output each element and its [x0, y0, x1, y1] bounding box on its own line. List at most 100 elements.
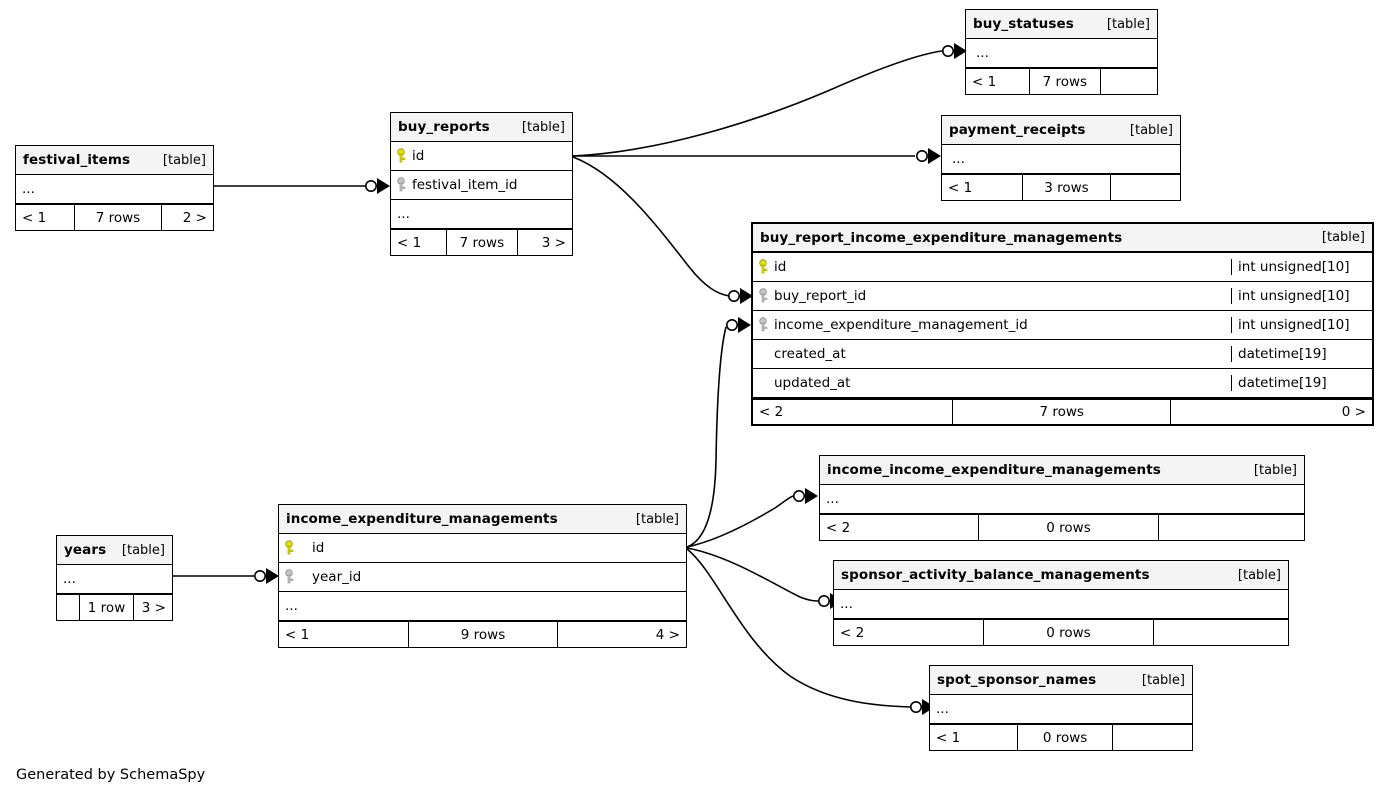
primary-key-icon — [759, 259, 770, 275]
table-title: income_income_expenditure_managements — [827, 462, 1161, 478]
table-title: festival_items — [23, 152, 131, 168]
edge-circle-sabm — [817, 594, 830, 607]
table-node-income-income-expenditure-managements[interactable]: income_income_expenditure_managements [t… — [819, 455, 1305, 541]
table-type-tag: [table] — [1106, 16, 1150, 32]
footer-children: 2 > — [182, 209, 207, 226]
table-row: ... — [966, 39, 1157, 68]
column-name: ... — [826, 491, 839, 507]
edge-circle-iiem — [792, 489, 805, 502]
table-node-buy-reports[interactable]: buy_reports [table] id festival_item_id … — [390, 112, 573, 256]
table-row: income_expenditure_management_id int uns… — [753, 311, 1372, 340]
table-title: spot_sponsor_names — [937, 672, 1097, 688]
footer-parents: < 1 — [16, 205, 76, 230]
footer-rowcount: 0 rows — [1018, 725, 1114, 750]
table-row: created_at datetime[19] — [753, 340, 1372, 369]
table-footer: < 1 7 rows — [966, 68, 1157, 94]
table-title: years — [64, 542, 107, 558]
footer-children: 3 > — [541, 234, 566, 251]
edge-buy-reports-to-brieem — [572, 156, 730, 297]
edge-arrow-payment-receipts — [928, 148, 941, 164]
table-row: updated_at datetime[19] — [753, 369, 1372, 398]
footer-parents: < 1 — [942, 175, 1023, 200]
edge-buy-reports-to-buy-statuses — [572, 50, 943, 157]
footer-children — [1159, 515, 1304, 540]
edge-iem-to-iiem — [686, 495, 794, 548]
table-node-years[interactable]: years [table] ... 1 row 3 > — [56, 535, 173, 621]
table-type-tag: [table] — [121, 542, 165, 558]
table-title: buy_statuses — [973, 16, 1074, 32]
table-node-buy-statuses[interactable]: buy_statuses [table] ... < 1 7 rows — [965, 9, 1158, 95]
table-header: buy_report_income_expenditure_management… — [753, 224, 1372, 253]
edge-circle-iem-left — [254, 569, 267, 582]
table-header: buy_reports [table] — [391, 113, 572, 142]
footer-rowcount: 7 rows — [447, 230, 518, 255]
foreign-key-icon — [759, 288, 770, 304]
table-header: payment_receipts [table] — [942, 116, 1180, 145]
table-row: ... — [834, 590, 1288, 619]
column-name: buy_report_id — [774, 288, 867, 304]
table-node-payment-receipts[interactable]: payment_receipts [table] ... < 1 3 rows — [941, 115, 1181, 201]
edge-circle-buy-statuses — [941, 44, 954, 57]
edge-circle-ssn — [909, 700, 922, 713]
foreign-key-icon — [397, 177, 408, 193]
table-type-tag: [table] — [1129, 122, 1173, 138]
table-type-tag: [table] — [1141, 672, 1185, 688]
table-footer: < 2 0 rows — [834, 619, 1288, 645]
footer-rowcount: 9 rows — [409, 622, 558, 647]
column-name: id — [774, 259, 787, 275]
footer-children: 3 > — [141, 599, 166, 616]
footer-parents: < 1 — [966, 69, 1030, 94]
edge-iem-to-sabm — [686, 547, 821, 602]
footer-children — [1111, 175, 1180, 200]
column-name: ... — [936, 701, 949, 717]
table-node-spot-sponsor-names[interactable]: spot_sponsor_names [table] ... < 1 0 row… — [929, 665, 1193, 751]
footer-rowcount: 7 rows — [1030, 69, 1101, 94]
table-row: ... — [16, 175, 213, 204]
table-footer: < 1 7 rows 3 > — [391, 229, 572, 255]
table-footer: < 2 0 rows — [820, 514, 1304, 540]
column-type: datetime[19] — [1231, 346, 1372, 362]
footer-parents: < 2 — [820, 515, 979, 540]
footer-rowcount: 0 rows — [979, 515, 1160, 540]
table-footer: < 1 3 rows — [942, 174, 1180, 200]
table-node-buy-report-income-expenditure-managements[interactable]: buy_report_income_expenditure_management… — [751, 222, 1374, 426]
foreign-key-icon — [759, 317, 770, 333]
table-header: festival_items [table] — [16, 146, 213, 175]
table-header: spot_sponsor_names [table] — [930, 666, 1192, 695]
primary-key-icon — [285, 540, 296, 556]
column-name: ... — [952, 151, 965, 167]
footer-parents: < 1 — [930, 725, 1018, 750]
table-footer: < 1 7 rows 2 > — [16, 204, 213, 230]
table-title: buy_reports — [398, 119, 490, 135]
table-header: buy_statuses [table] — [966, 10, 1157, 39]
table-row: ... — [930, 695, 1192, 724]
column-name: ... — [63, 571, 76, 587]
column-name: ... — [285, 598, 298, 614]
table-node-festival-items[interactable]: festival_items [table] ... < 1 7 rows 2 … — [15, 145, 214, 231]
table-row: ... — [57, 565, 172, 594]
table-type-tag: [table] — [162, 152, 206, 168]
table-footer: < 1 9 rows 4 > — [279, 621, 686, 647]
column-name: festival_item_id — [412, 177, 518, 193]
table-type-tag: [table] — [1253, 462, 1297, 478]
table-title: sponsor_activity_balance_managements — [841, 567, 1150, 583]
column-type: int unsigned[10] — [1231, 288, 1372, 304]
table-footer: < 1 0 rows — [930, 724, 1192, 750]
table-node-sponsor-activity-balance-managements[interactable]: sponsor_activity_balance_managements [ta… — [833, 560, 1289, 646]
table-node-income-expenditure-managements[interactable]: income_expenditure_managements [table] i… — [278, 504, 687, 648]
table-header: income_income_expenditure_managements [t… — [820, 456, 1304, 485]
table-row: ... — [942, 145, 1180, 174]
table-type-tag: [table] — [521, 119, 565, 135]
foreign-key-icon — [285, 569, 296, 585]
column-name: ... — [976, 45, 989, 61]
footer-rowcount: 7 rows — [953, 400, 1172, 424]
table-row: year_id — [279, 563, 686, 592]
table-row: ... — [820, 485, 1304, 514]
footer-children: 0 > — [1341, 404, 1366, 420]
column-type: int unsigned[10] — [1231, 317, 1372, 333]
edge-circle-brieem-buy-report — [727, 289, 740, 302]
table-header: income_expenditure_managements [table] — [279, 505, 686, 534]
column-name: income_expenditure_management_id — [774, 317, 1028, 333]
generated-by-credit: Generated by SchemaSpy — [16, 767, 206, 783]
table-type-tag: [table] — [1237, 567, 1281, 583]
